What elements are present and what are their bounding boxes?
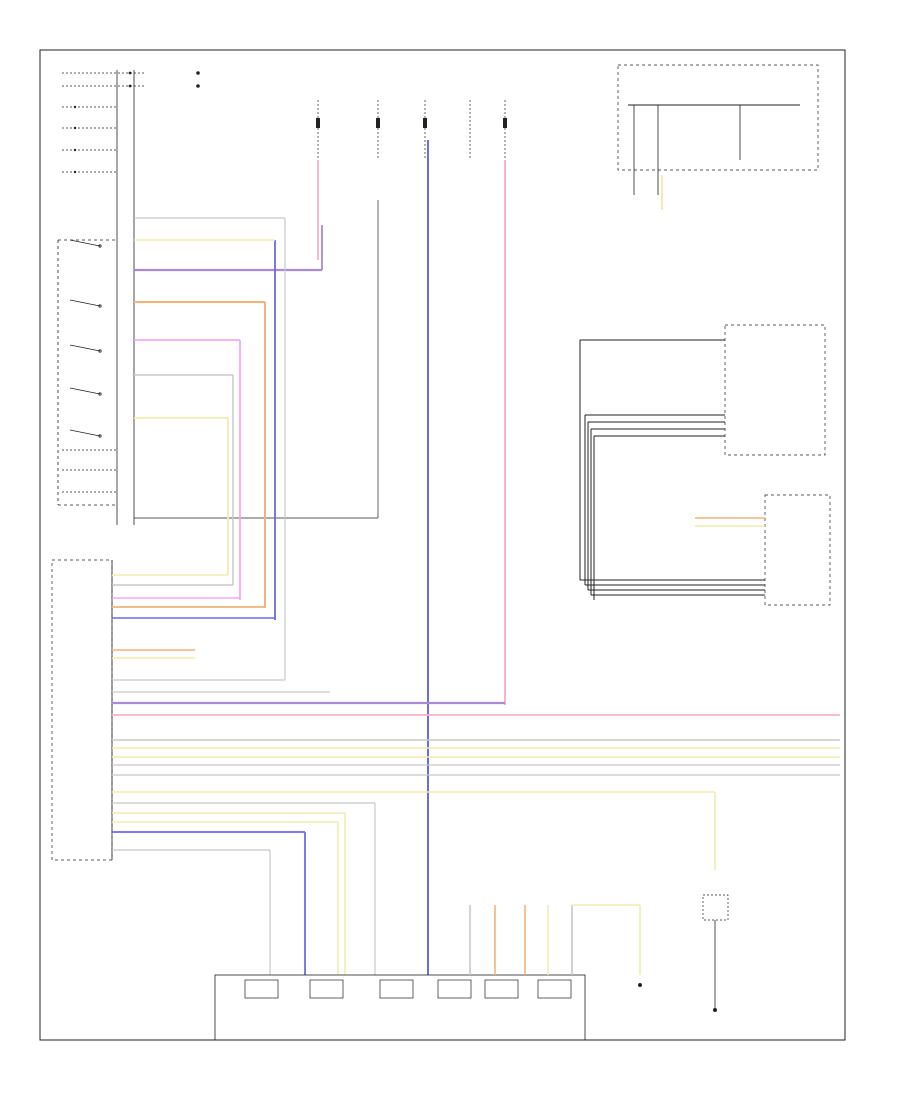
fuse-block xyxy=(134,100,506,519)
fuse-symbols xyxy=(316,118,507,128)
range-control-module xyxy=(51,559,113,861)
top-left-connectors xyxy=(62,72,145,493)
instrument-cluster-box xyxy=(617,64,819,171)
top-left-connector-pins xyxy=(73,71,200,174)
right-lower-module xyxy=(764,494,831,606)
diagram-frame xyxy=(39,49,846,1041)
light-switch-block xyxy=(57,70,135,525)
bottom-module-boxes xyxy=(244,979,572,999)
bottom-right-connector-wires xyxy=(469,904,641,975)
ground-symbols xyxy=(638,983,717,1012)
right-mid-harness xyxy=(579,339,765,600)
bottom-right-switch xyxy=(702,894,729,921)
range-switch-box xyxy=(724,324,826,456)
bottom-module-row xyxy=(214,974,586,1041)
